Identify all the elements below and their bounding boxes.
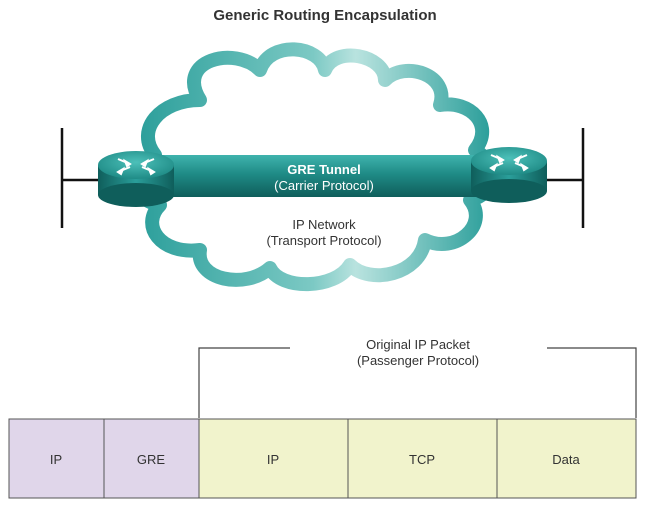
tunnel-label: GRE Tunnel <box>287 162 360 177</box>
field-label: GRE <box>137 452 166 467</box>
field-label: TCP <box>409 452 435 467</box>
network-protocol-label: (Transport Protocol) <box>266 233 381 248</box>
router-icon-right <box>471 147 547 203</box>
field-tcp <box>347 418 498 499</box>
field-label: IP <box>50 452 62 467</box>
field-gre <box>103 418 200 499</box>
original-packet-label: Original IP Packet <box>366 337 470 352</box>
edge-line-left <box>60 128 100 228</box>
field-ip-inner <box>198 418 349 499</box>
field-data <box>496 418 637 499</box>
edge-line-right <box>545 128 585 228</box>
diagram-title: Generic Routing Encapsulation <box>213 7 436 24</box>
network-label: IP Network <box>292 217 356 232</box>
original-packet-bracket <box>198 347 637 418</box>
tunnel-protocol-label: (Carrier Protocol) <box>274 178 374 193</box>
original-packet-protocol-label: (Passenger Protocol) <box>357 353 479 368</box>
packet-row <box>8 418 637 499</box>
field-label: IP <box>267 452 279 467</box>
field-label: Data <box>552 452 580 467</box>
router-icon-left <box>98 151 174 207</box>
